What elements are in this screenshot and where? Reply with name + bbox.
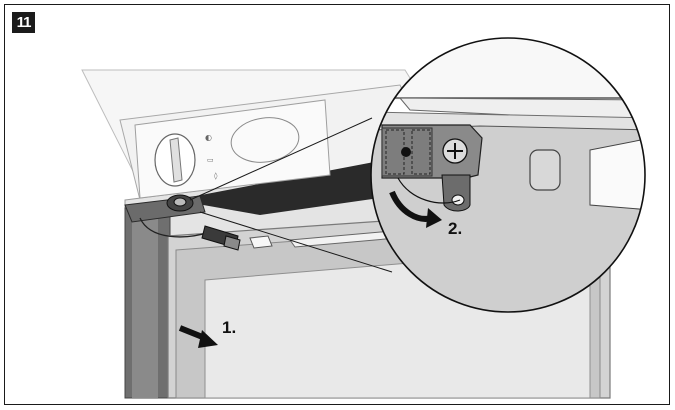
step-number-badge: 11: [12, 12, 35, 33]
magnified-detail: 2.: [370, 37, 646, 313]
svg-text:◐: ◐: [205, 133, 212, 142]
hinge-bracket: [124, 194, 241, 251]
step-1-label: 1.: [222, 318, 236, 337]
svg-text:▭: ▭: [207, 156, 214, 164]
svg-text:◊: ◊: [214, 172, 218, 180]
control-panel: ◐ ▭ ◊: [134, 99, 331, 199]
pull-arrow-step1: 1.: [178, 318, 236, 348]
step-2-label: 2.: [448, 219, 462, 238]
